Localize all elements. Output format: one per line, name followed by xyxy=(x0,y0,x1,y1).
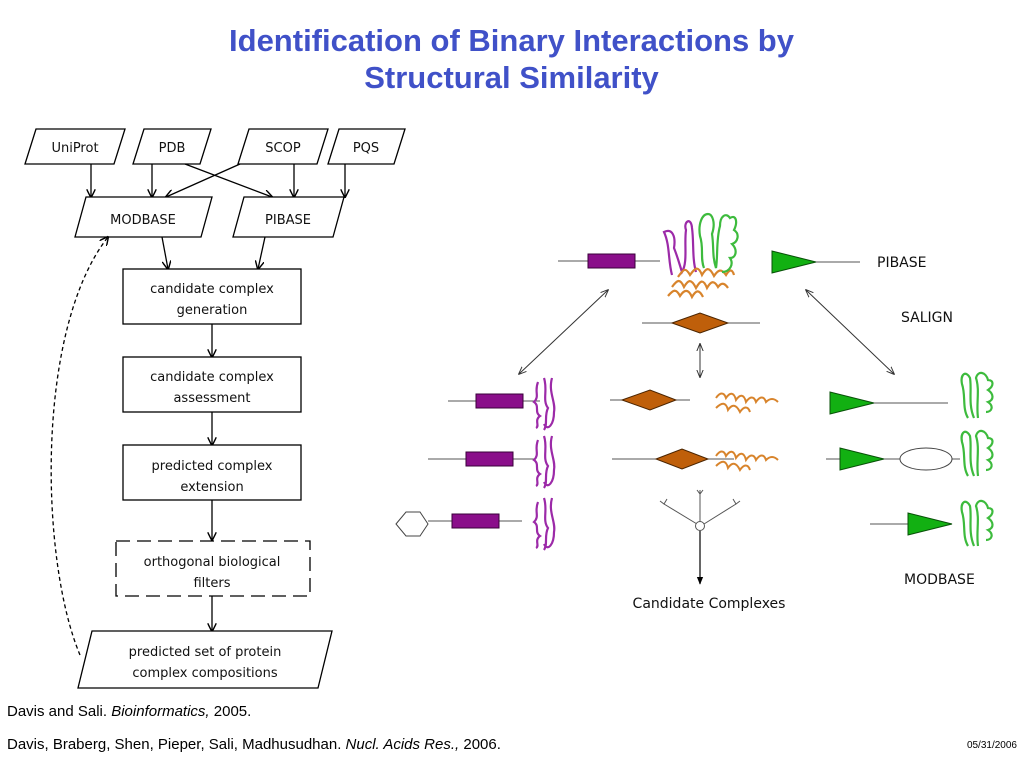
output-line1: predicted set of protein xyxy=(129,645,282,660)
schematic: PIBASE SALIGN xyxy=(395,212,994,612)
label-modbase: MODBASE xyxy=(904,572,975,588)
step-extension-line1: predicted complex xyxy=(152,459,273,474)
left-double-arrow xyxy=(519,290,608,374)
reference-1-authors: Davis and Sali. xyxy=(7,703,112,720)
slide-title: Identification of Binary Interactions by… xyxy=(0,22,1023,96)
right-row-2 xyxy=(826,429,994,477)
middle-row-2 xyxy=(612,448,779,472)
left-coil-3 xyxy=(532,497,556,551)
step-generation: candidate complex generation xyxy=(122,268,302,325)
source-uniprot-label: UniProt xyxy=(51,141,98,156)
slide-date: 05/31/2006 xyxy=(966,740,1017,751)
filter-line2: filters xyxy=(193,576,230,591)
middle-coil-1 xyxy=(715,392,779,414)
db-pibase: PIBASE xyxy=(232,196,345,238)
label-salign: SALIGN xyxy=(901,310,953,326)
reference-1-journal: Bioinformatics, xyxy=(111,703,210,720)
arrow-pdb-pibase xyxy=(184,163,272,197)
middle-row-1 xyxy=(610,389,779,414)
reference-1: Davis and Sali. Bioinformatics, 2005. xyxy=(7,703,251,720)
title-line-1: Identification of Binary Interactions by xyxy=(229,23,794,58)
reference-2-year: 2006. xyxy=(459,736,501,753)
step-extension-line2: extension xyxy=(180,480,243,495)
right-coil-1 xyxy=(960,371,994,419)
filter-box: orthogonal biological filters xyxy=(115,540,311,597)
source-uniprot: UniProt xyxy=(24,128,126,165)
middle-coil-2 xyxy=(715,450,779,472)
top-purple-domain xyxy=(558,253,660,269)
db-pibase-label: PIBASE xyxy=(265,213,311,228)
step-assessment-line1: candidate complex xyxy=(150,370,274,385)
left-coil-1 xyxy=(532,377,556,431)
left-row-2 xyxy=(428,435,556,489)
source-pdb-label: PDB xyxy=(159,141,186,156)
hexagon-domain xyxy=(395,511,429,537)
arrow-modbase-generation xyxy=(161,236,168,269)
step-assessment-line2: assessment xyxy=(173,391,250,406)
db-modbase-label: MODBASE xyxy=(110,213,176,228)
source-pqs: PQS xyxy=(327,128,406,165)
merge-symbol xyxy=(659,489,741,585)
right-coil-2 xyxy=(960,429,994,477)
left-coil-2 xyxy=(532,435,556,489)
step-extension: predicted complex extension xyxy=(122,444,302,501)
source-scop-label: SCOP xyxy=(265,141,301,156)
label-candidate-complexes: Candidate Complexes xyxy=(633,596,786,612)
db-modbase: MODBASE xyxy=(74,196,213,238)
filter-line1: orthogonal biological xyxy=(144,555,281,570)
top-green-triangle xyxy=(771,250,860,274)
feedback-dashed-arrow xyxy=(50,237,108,656)
step-generation-line2: generation xyxy=(177,303,248,318)
step-assessment: candidate complex assessment xyxy=(122,356,302,413)
right-row-3 xyxy=(870,499,994,547)
arrow-pibase-generation xyxy=(258,236,266,269)
reference-2-authors: Davis, Braberg, Shen, Pieper, Sali, Madh… xyxy=(7,736,346,753)
source-pdb: PDB xyxy=(132,128,212,165)
source-pqs-label: PQS xyxy=(353,141,379,156)
title-line-2: Structural Similarity xyxy=(364,60,659,95)
reference-2-journal: Nucl. Acids Res., xyxy=(345,736,460,753)
top-coil-cluster xyxy=(662,212,739,300)
step-generation-line1: candidate complex xyxy=(150,282,274,297)
center-orange-diamond xyxy=(642,312,760,334)
reference-2: Davis, Braberg, Shen, Pieper, Sali, Madh… xyxy=(7,736,501,753)
left-row-3 xyxy=(395,497,556,551)
arrow-scop-modbase xyxy=(166,163,241,197)
reference-1-year: 2005. xyxy=(209,703,252,720)
left-row-1 xyxy=(448,377,556,431)
ellipse-domain xyxy=(899,447,953,471)
right-double-arrow xyxy=(806,290,894,374)
output-line2: complex compositions xyxy=(132,666,277,681)
output-box: predicted set of protein complex composi… xyxy=(77,630,333,689)
label-pibase: PIBASE xyxy=(877,255,927,271)
flowchart: UniProt PDB SCOP PQS MODBASE PIBASE xyxy=(24,128,406,689)
right-row-1 xyxy=(829,371,994,419)
source-scop: SCOP xyxy=(237,128,329,165)
right-coil-3 xyxy=(960,499,994,547)
